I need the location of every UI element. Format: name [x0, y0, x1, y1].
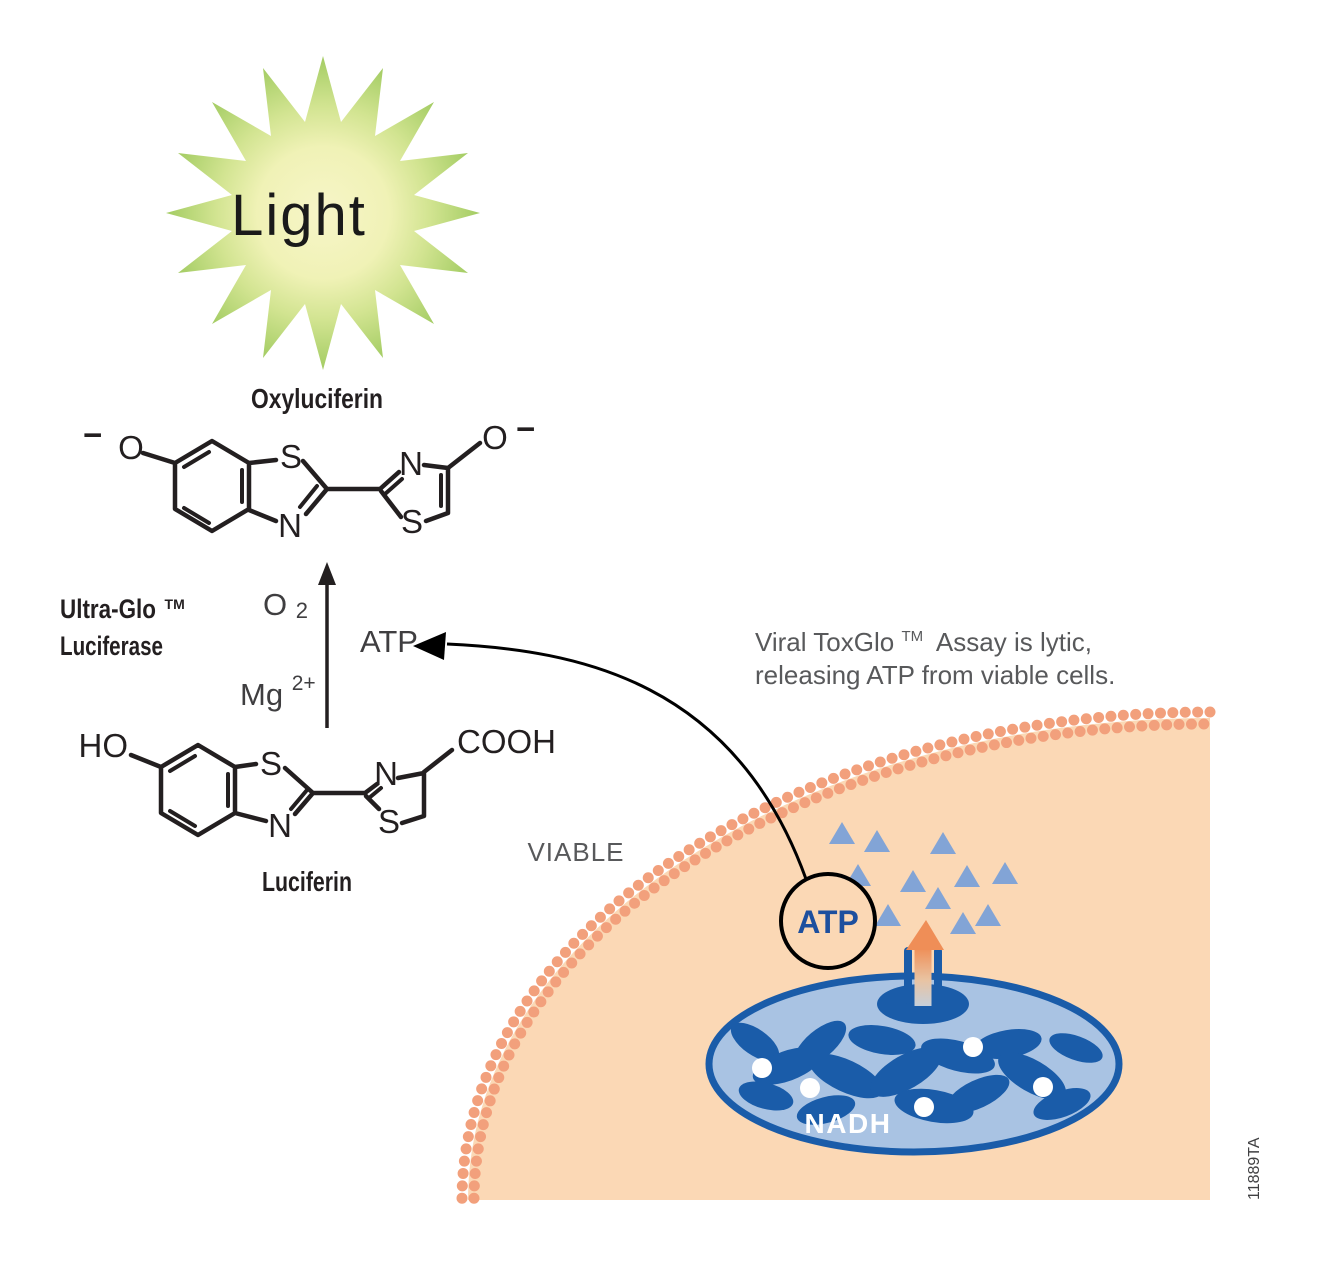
oxyluciferin-structure: Oxyluciferin − O S N N S O −	[83, 383, 535, 544]
atp-release-arrowhead	[906, 920, 944, 950]
atp-flow-arrowhead	[413, 632, 446, 660]
atp-reactant-label: ATP	[360, 624, 418, 659]
cell-membrane	[456, 706, 1216, 1206]
membrane-inner-beads	[468, 718, 1216, 1206]
hydroxyl-group: HO	[79, 727, 129, 764]
oxyluciferin-title: Oxyluciferin	[251, 383, 383, 414]
oxyluciferin-skeleton	[140, 438, 483, 534]
atp-triangle	[900, 870, 926, 892]
atom-s2: S	[401, 503, 423, 540]
matrix-granules	[752, 1037, 1053, 1117]
nadh-label: NADH	[805, 1108, 892, 1139]
note-tm-mark: TM	[901, 628, 923, 645]
atp-flow-curve	[446, 642, 808, 880]
enzyme-name: Ultra-Glo	[60, 594, 156, 624]
enzyme-name-line2: Luciferase	[60, 631, 163, 661]
assay-note: Viral ToxGlo TM Assay is lytic, releasin…	[755, 617, 1115, 690]
oxygen-label: O	[263, 587, 287, 622]
atp-release-arrow	[906, 920, 944, 1006]
atom-n1: N	[278, 507, 302, 544]
svg-text:O 2: O 2	[263, 587, 308, 623]
atp-circle	[779, 872, 877, 970]
reaction-arrowhead	[318, 562, 336, 585]
note-product-name: Viral ToxGlo	[755, 627, 894, 657]
atp-triangle	[975, 904, 1001, 926]
granule-dot	[963, 1037, 983, 1057]
enzyme-label: Ultra-Glo TM Luciferase	[60, 594, 185, 661]
cell: NADH ATP	[456, 706, 1216, 1206]
luciferin-structure: Luciferin HO S N N S COOH	[79, 723, 557, 897]
charge-minus-left: −	[83, 416, 102, 453]
atp-triangle	[992, 862, 1018, 884]
oxygen-subscript: 2	[296, 598, 308, 623]
luciferin-double-bonds	[168, 754, 383, 828]
carboxyl-group: COOH	[457, 723, 556, 760]
luciferin-atoms: HO S N N S COOH	[79, 723, 557, 844]
light-label: Light	[231, 183, 367, 248]
atp-triangle	[950, 912, 976, 934]
granule-dot	[1033, 1077, 1053, 1097]
svg-text:Viral ToxGlo TM As: Viral ToxGlo TM Assay is lytic,	[755, 617, 1092, 657]
atp-circle-label: ATP	[797, 904, 859, 940]
atp-triangle	[954, 865, 980, 887]
svg-text:Ultra-Glo TM: Ultra-Glo TM	[60, 594, 185, 624]
viable-label: VIABLE	[527, 837, 624, 867]
svg-text:Mg 2+: Mg 2+	[240, 672, 316, 712]
membrane-channel	[904, 947, 942, 1004]
note-line1-rest: Assay is lytic,	[936, 627, 1092, 657]
atp-triangle	[829, 822, 855, 844]
figure-code: 11889TA	[1246, 1137, 1263, 1200]
atom-s1: S	[280, 438, 302, 475]
atom-s1: S	[260, 745, 282, 782]
atp-triangle	[875, 904, 901, 926]
atom-o-right: O	[482, 419, 508, 456]
charge-minus-right: −	[516, 410, 535, 447]
oxyluciferin-double-bonds	[182, 450, 443, 525]
magnesium-superscript: 2+	[292, 672, 316, 695]
enzyme-tm-mark: TM	[165, 596, 185, 612]
atom-o-left: O	[118, 429, 144, 466]
atom-s2: S	[378, 803, 400, 840]
reaction-scheme: O 2 Mg 2+ ATP	[240, 562, 808, 880]
luciferin-title: Luciferin	[262, 866, 352, 897]
atp-triangle	[930, 832, 956, 854]
atp-triangle	[925, 887, 951, 909]
granule-dot	[914, 1097, 934, 1117]
granule-dot	[800, 1078, 820, 1098]
atom-n1: N	[268, 807, 292, 844]
atp-triangle	[864, 830, 890, 852]
atp-molecules	[829, 822, 1018, 934]
magnesium-label: Mg	[240, 677, 283, 712]
note-line2: releasing ATP from viable cells.	[755, 660, 1115, 690]
light-burst: Light	[166, 56, 480, 370]
mitochondrion: NADH	[705, 920, 1123, 1156]
atom-n2: N	[374, 755, 398, 792]
membrane-outer-beads	[456, 706, 1216, 1206]
luciferin-skeleton	[128, 742, 455, 838]
atom-n2: N	[399, 445, 423, 482]
granule-dot	[752, 1058, 772, 1078]
starburst-shape	[166, 56, 480, 370]
oxyluciferin-atoms: − O S N N S O −	[83, 410, 535, 544]
